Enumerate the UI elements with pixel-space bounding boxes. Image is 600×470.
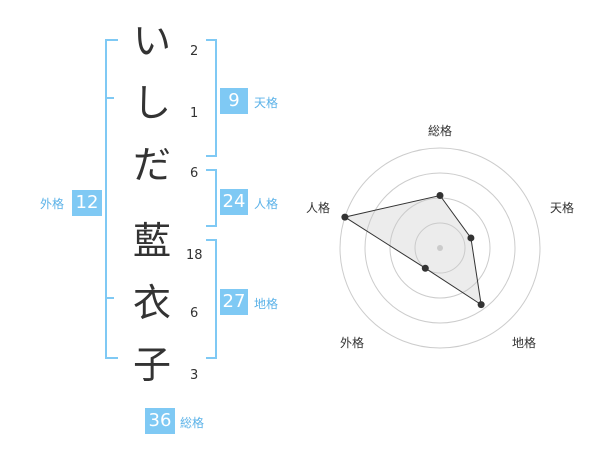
radar-point-4: [421, 264, 429, 272]
radar-point-2: [467, 234, 475, 242]
tenkaku-bracket: [206, 39, 217, 157]
jinkaku-value: 24: [220, 189, 248, 215]
jinkaku-bracket: [206, 169, 217, 227]
name-char-3: だ: [132, 143, 171, 187]
radar-ring: [414, 222, 466, 274]
chikaku-value: 27: [220, 289, 248, 315]
chikaku-label: 地格: [254, 297, 279, 311]
stroke-count-1: 2: [190, 44, 199, 59]
gaikaku-bracket: [105, 39, 118, 359]
gaikaku-value: 12: [72, 190, 102, 216]
radar-point-5: [341, 213, 349, 221]
gaikaku-label: 外格: [40, 197, 65, 211]
name-char-4: 藍: [132, 219, 171, 263]
radar-point-1: [436, 192, 444, 199]
radar-center: [437, 245, 443, 251]
soukaku-value: 36: [145, 408, 175, 434]
name-char-2: し: [132, 81, 171, 125]
chikaku-bracket: [206, 239, 217, 359]
jinkaku-label: 人格: [254, 197, 279, 211]
radar-label-chikaku: 地格: [512, 336, 537, 350]
stroke-count-5: 6: [190, 306, 199, 321]
radar-point-3: [477, 301, 485, 309]
radar-label-gaikaku: 外格: [340, 336, 365, 350]
stroke-count-2: 1: [190, 106, 199, 121]
soukaku-label: 総格: [180, 416, 205, 430]
name-char-5: 衣: [132, 281, 171, 325]
tenkaku-label: 天格: [254, 96, 279, 110]
radar-label-jinkaku: 人格: [306, 201, 331, 215]
stroke-count-6: 3: [190, 368, 199, 383]
name-char-6: 子: [132, 343, 171, 387]
radar-polygon: [343, 194, 482, 306]
stroke-count-3: 6: [190, 166, 199, 181]
tenkaku-value: 9: [220, 88, 248, 114]
radar-label-soukaku: 総格: [428, 124, 453, 138]
name-char-1: い: [132, 19, 171, 63]
radar-ring: [364, 172, 516, 324]
radar-label-tenkaku: 天格: [550, 201, 575, 215]
radar-ring: [339, 147, 541, 349]
stroke-count-4: 18: [186, 248, 203, 263]
